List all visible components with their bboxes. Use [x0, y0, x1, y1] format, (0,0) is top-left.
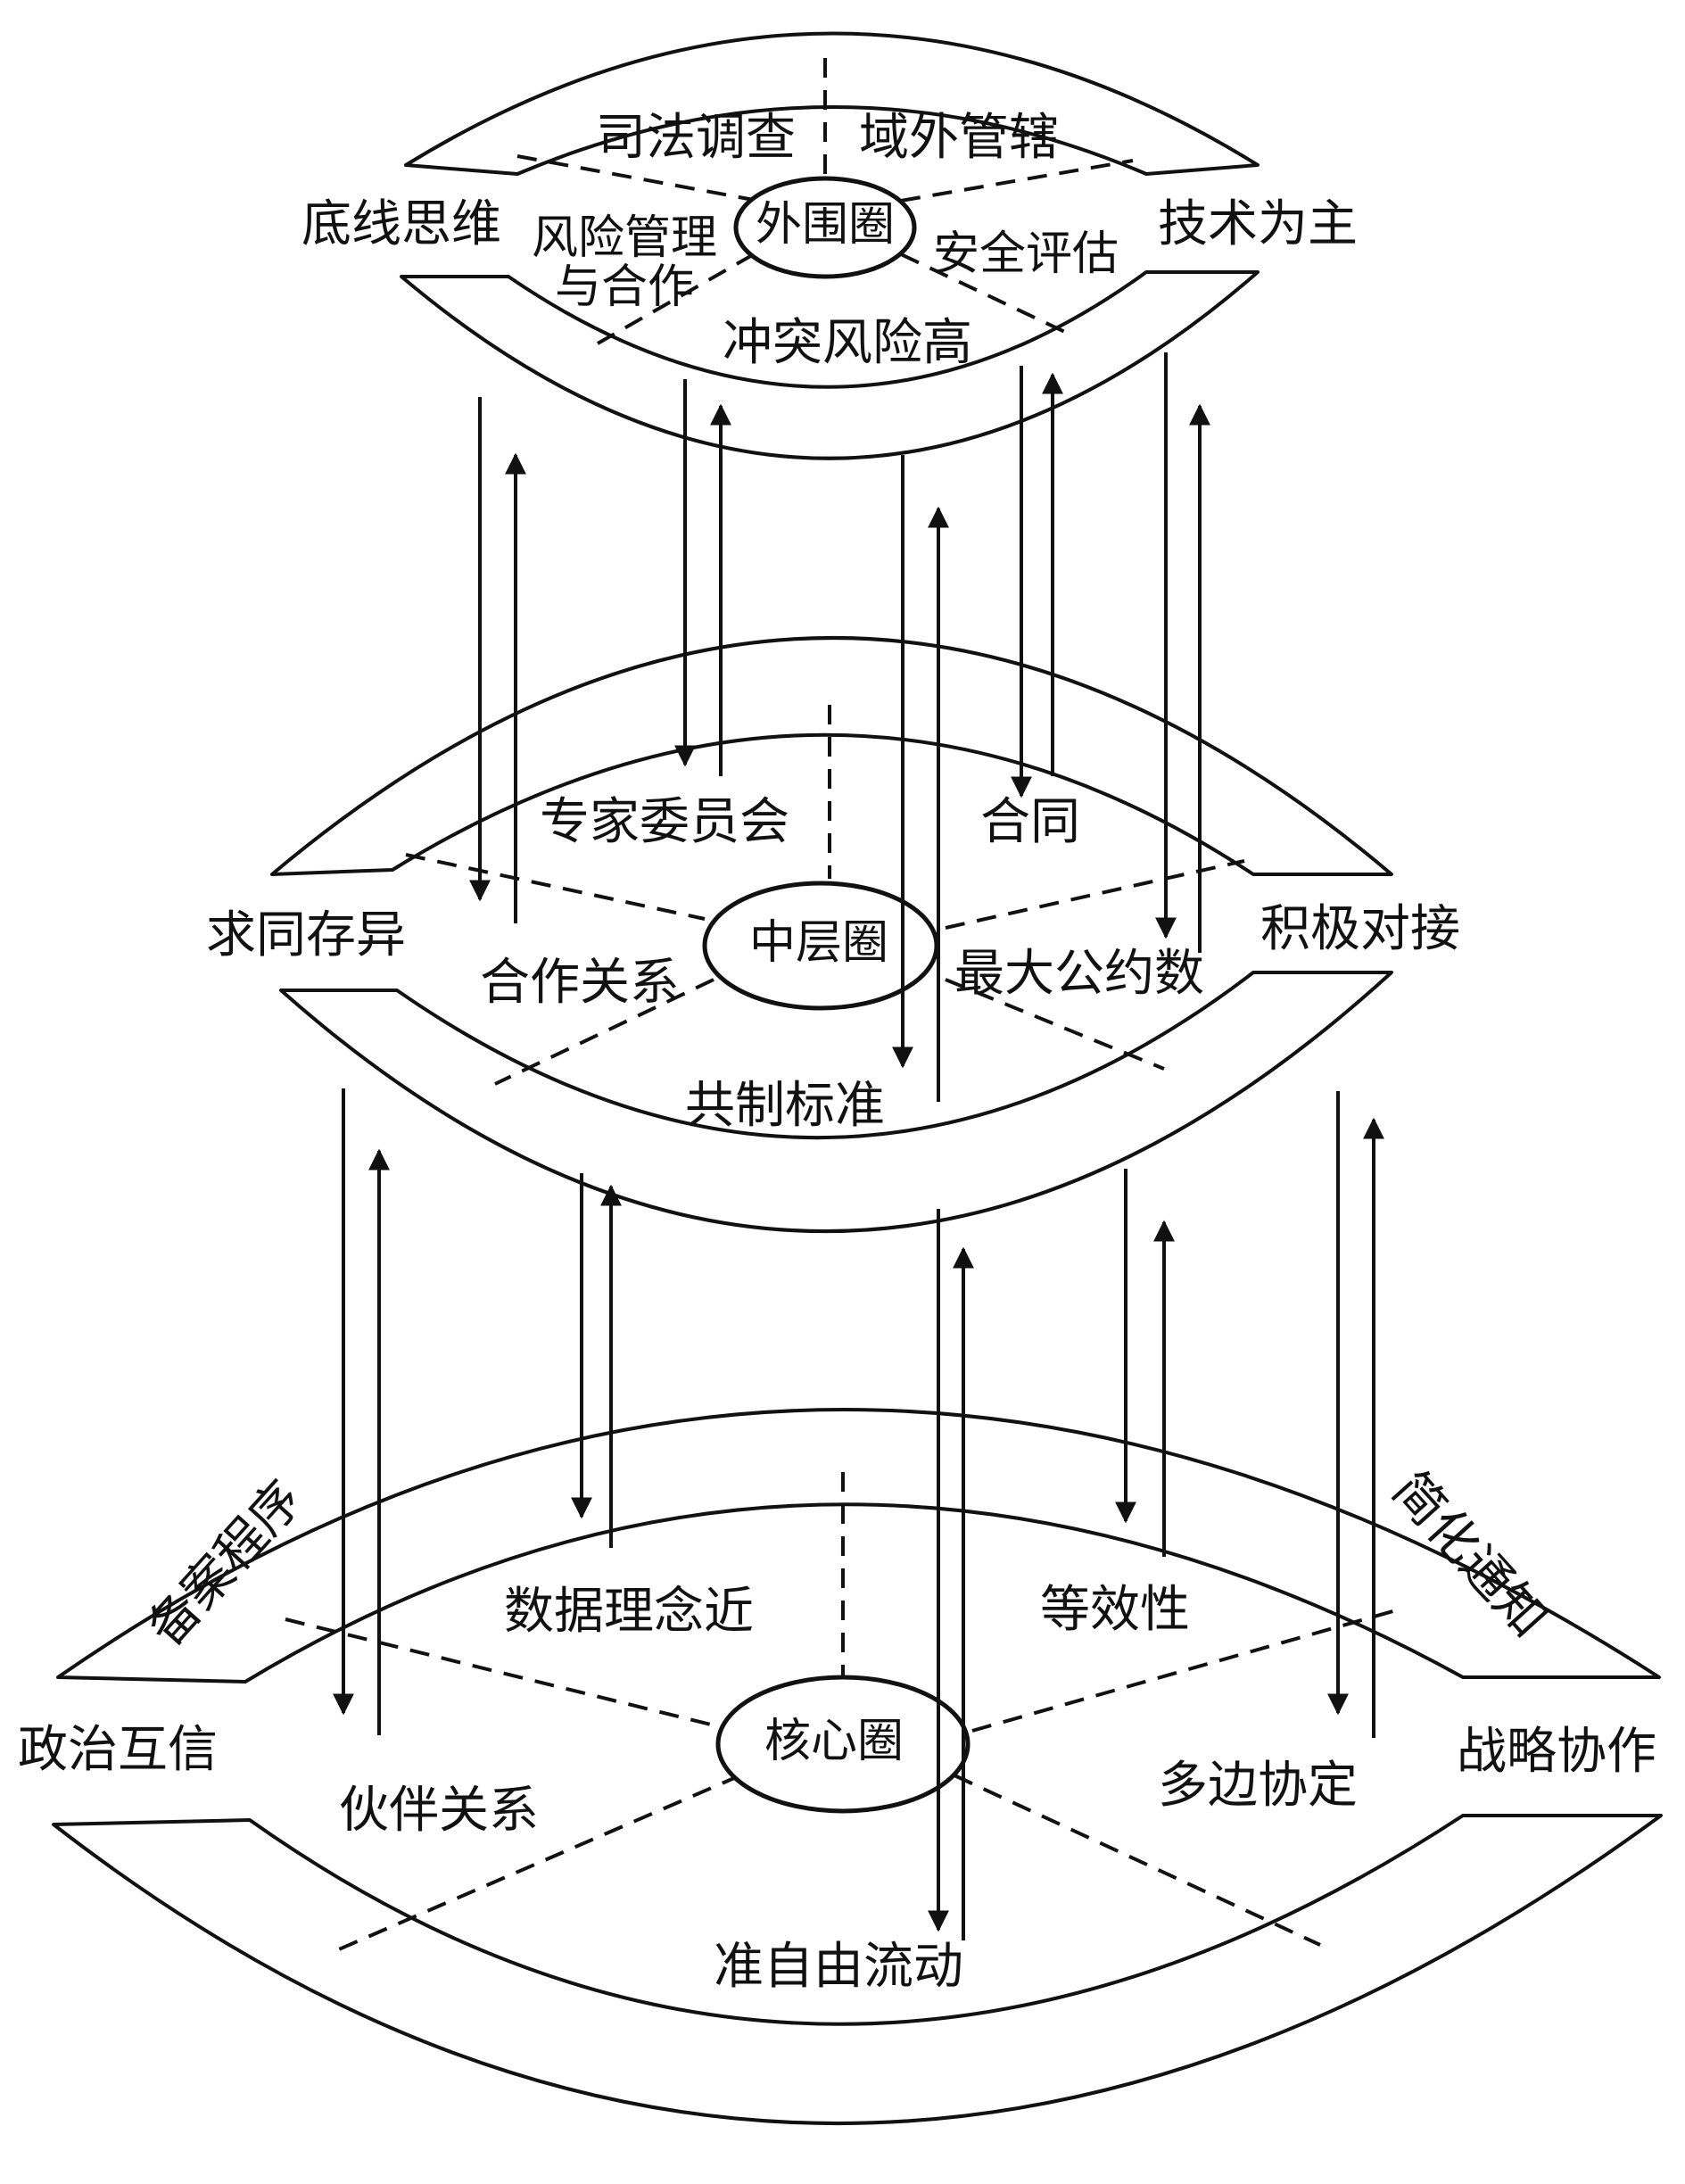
outer-bottom-label: 冲突风险高	[723, 314, 972, 372]
middle-circle-bottom-band	[279, 971, 1393, 1233]
outer-left-label: 底线思维	[301, 195, 501, 253]
outer-right-label: 技术为主	[1158, 195, 1358, 253]
outer-divider-upper-left	[516, 154, 759, 203]
outer-inner-left-label-line2: 与合作	[555, 261, 694, 314]
core-top-right-label: 等效性	[1040, 1581, 1190, 1639]
middle-circle-top-band	[270, 636, 1393, 876]
middle-divider-lower-left	[494, 978, 714, 1086]
outer-divider-upper-right	[900, 159, 1134, 203]
core-divider-lower-left	[338, 1774, 741, 1951]
core-circle-center-ellipse	[715, 1675, 971, 1814]
outer-circle: 外围圈 司法调查 域外管辖 底线思维 技术为主 风险管理 与合作 安全评估 冲突…	[301, 31, 1358, 460]
middle-left-label: 求同存异	[206, 906, 406, 964]
outer-top-left-label: 司法调查	[596, 109, 796, 167]
core-right-label: 战略协作	[1457, 1723, 1656, 1781]
core-divider-upper-right	[971, 1609, 1397, 1733]
middle-right-label: 积极对接	[1260, 900, 1460, 958]
core-top-left-label: 数据理念近	[504, 1583, 754, 1641]
outer-inner-left-label-line1: 风险管理	[532, 211, 717, 265]
core-divider-lower-right	[954, 1774, 1321, 1947]
middle-core-arrows	[333, 1088, 1384, 1940]
middle-divider-upper-left	[405, 853, 706, 921]
core-center-label: 核心圈	[764, 1715, 904, 1768]
middle-inner-left-label: 合作关系	[480, 954, 680, 1012]
outer-middle-arrows	[469, 352, 1210, 1102]
middle-center-label: 中层圈	[749, 916, 888, 970]
middle-inner-right-label: 最大公约数	[954, 945, 1204, 1003]
core-circle-bottom-band	[52, 1814, 1663, 2125]
outer-circle-top-band	[404, 31, 1260, 176]
outer-inner-right-label: 安全评估	[933, 228, 1119, 281]
middle-top-right-label: 合同	[980, 793, 1080, 851]
core-circle: 核心圈 备案程序 简化通知 数据理念近 等效性 政治互信 战略协作 伙伴关系 多…	[18, 1408, 1663, 2125]
core-inner-left-label: 伙伴关系	[339, 1782, 539, 1840]
core-inner-right-label: 多边协定	[1158, 1757, 1358, 1815]
outer-circle-bottom-band	[400, 270, 1260, 460]
outer-circle-center-ellipse	[733, 176, 917, 279]
core-left-label: 政治互信	[18, 1721, 218, 1779]
middle-divider-lower-right	[945, 978, 1165, 1071]
middle-circle: 中层圈 专家委员会 合同 求同存异 积极对接 合作关系 最大公约数 共制标准	[206, 636, 1460, 1233]
core-bottom-label: 准自由流动	[714, 1938, 963, 1996]
outer-center-label: 外围圈	[756, 198, 895, 252]
middle-divider-upper-right	[945, 859, 1245, 930]
outer-top-right-label: 域外管辖	[859, 109, 1059, 167]
core-divider-upper-left	[285, 1617, 719, 1728]
core-circle-top-band	[56, 1408, 1661, 1684]
middle-top-left-label: 专家委员会	[540, 793, 789, 851]
middle-bottom-label: 共制标准	[685, 1077, 885, 1135]
